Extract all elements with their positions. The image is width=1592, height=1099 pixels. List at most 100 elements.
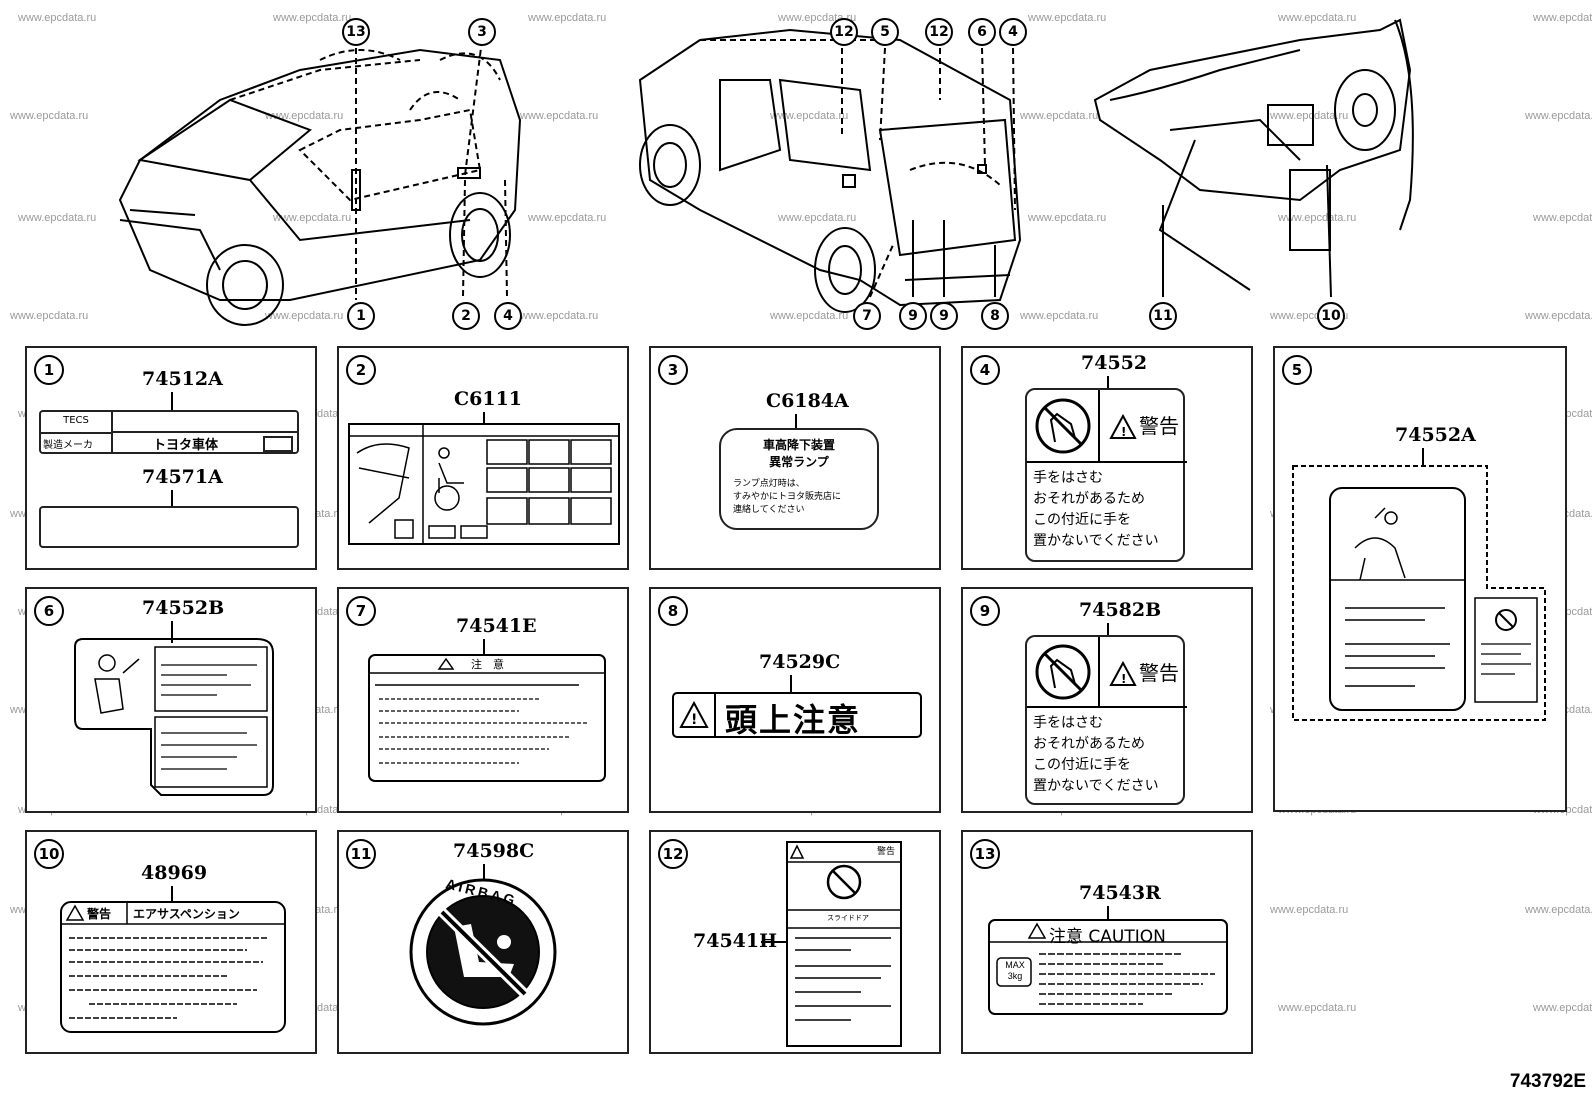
watermark-text: www.epcdata.ru [1278,212,1357,224]
label-line1: 手をはさむ [1033,715,1103,731]
panel-number: 7 [346,596,376,626]
watermark-text: www.epcdata.ru [1533,212,1592,224]
label-74512A: TECS 製造メーカ トヨタ車体 [39,410,299,454]
label-74552: ! 警告 手をはさむ おそれがあるため この付近に手を 置かないでください [1025,388,1187,562]
part-number: 74571A [142,466,223,488]
part-number: 74541E [456,615,537,637]
callout-12b: 12 [925,18,953,46]
callout-3: 3 [468,18,496,46]
label-title: 注意 CAUTION [1049,927,1166,947]
part-number: 74552A [1395,424,1476,446]
warning-text: 警告 [1139,661,1179,685]
label-text: 頭上注意 [725,701,862,739]
part-number: C6184A [766,390,849,412]
watermark-text: www.epcdata.ru [1278,1002,1357,1014]
label-line2: おそれがあるため [1033,491,1145,507]
watermark-text: www.epcdata.ru [1028,212,1107,224]
watermark-text: www.epcdata.ru [1525,110,1592,122]
panel-number: 9 [970,596,1000,626]
label-line1: スライドドア [827,914,869,922]
panel-number: 4 [970,355,1000,385]
watermark-text: www.epcdata.ru [528,12,607,24]
callout-7: 7 [853,302,881,330]
panel-number: 13 [970,839,1000,869]
watermark-text: www.epcdata.ru [265,110,344,122]
callout-8: 8 [981,302,1009,330]
callout-5: 5 [871,18,899,46]
svg-text:!: ! [1121,672,1126,686]
watermark-text: www.epcdata.ru [1020,110,1099,122]
label-74582B: ! 警告 手をはさむ おそれがあるため この付近に手を 置かないでください [1025,635,1187,805]
watermark-text: www.epcdata.ru [265,310,344,322]
panel-4: 4 74552 ! 警告 手をはさむ おそれがあるため この付近に手を 置かない… [961,346,1253,570]
watermark-text: www.epcdata.ru [1028,12,1107,24]
watermark-text: www.epcdata.ru [1533,1002,1592,1014]
panel-5: 5 74552A [1273,346,1567,812]
watermark-text: www.epcdata.ru [18,212,97,224]
part-number: 74541H [693,930,778,952]
warning-text: 警告 [1139,414,1179,438]
watermark-text: www.epcdata.ru [1270,904,1349,916]
part-number: 48969 [141,862,208,884]
callout-10: 10 [1317,302,1345,330]
label-C6184A: 車高降下装置 異常ランプ ランプ点灯時は、 すみやかにトヨタ販売店に 連絡してく… [719,428,879,530]
label-title: 注 意 [471,658,504,671]
watermark-text: www.epcdata.ru [770,310,849,322]
max-text: MAX [1005,960,1025,970]
panel-number: 10 [34,839,64,869]
callout-9b: 9 [930,302,958,330]
panel-7: 7 74541E 注 意 [337,587,629,813]
watermark-text: www.epcdata.ru [10,110,89,122]
watermark-text: www.epcdata.ru [273,12,352,24]
panel-11: 11 74598C AIRBAG [337,830,629,1054]
label-line5: 連絡してください [733,505,805,515]
part-number: 74552 [1081,352,1148,374]
warning-text: 警告 [87,907,112,921]
part-number: 74598C [453,840,535,862]
callout-11: 11 [1149,302,1177,330]
watermark-text: www.epcdata.ru [1278,12,1357,24]
label-row1: TECS [41,412,113,434]
panel-number: 5 [1282,355,1312,385]
panel-9: 9 74582B ! 警告 手をはさむ おそれがあるため この付近に手を 置かな… [961,587,1253,813]
label-line4: すみやかにトヨタ販売店に [733,492,842,502]
watermark-text: www.epcdata.ru [10,310,89,322]
watermark-text: www.epcdata.ru [1270,110,1349,122]
vehicle-illustrations [118,18,1414,326]
callout-13: 13 [342,18,370,46]
panel-number: 11 [346,839,376,869]
watermark-text: www.epcdata.ru [273,212,352,224]
part-number: 74529C [759,651,841,673]
label-line3: この付近に手を [1033,757,1131,773]
watermark-text: www.epcdata.ru [18,12,97,24]
part-number: 74552B [142,597,225,619]
watermark-text: www.epcdata.ru [778,212,857,224]
part-number: 74543R [1079,882,1161,904]
panel-13: 13 74543R 注意 CAUTION MAX 3kg [961,830,1253,1054]
panel-number: 1 [34,355,64,385]
label-74571A [39,506,299,548]
watermark-text: www.epcdata.ru [1533,12,1592,24]
panel-number: 6 [34,596,64,626]
label-line3: ランプ点灯時は、 [733,479,805,489]
panel-number: 8 [658,596,688,626]
panel-number: 2 [346,355,376,385]
watermark-text: www.epcdata.ru [1525,310,1592,322]
label-line2: 異常ランプ [769,455,829,469]
warning-text: 警告 [877,847,896,857]
label-line2: おそれがあるため [1033,736,1145,752]
callout-1: 1 [347,302,375,330]
diagram-code: 743792E [1509,1071,1586,1092]
label-line3: この付近に手を [1033,512,1131,528]
panel-12: 12 74541H 警告 スライドドア [649,830,941,1054]
label-line4: 置かないでください [1033,533,1159,549]
part-number: 74582B [1079,599,1162,621]
callout-12: 12 [830,18,858,46]
label-row2a: 製造メーカ [43,440,93,451]
panel-8: 8 74529C ! 頭上注意 [649,587,941,813]
part-number: C6111 [454,388,523,410]
panel-number: 3 [658,355,688,385]
callout-4: 4 [494,302,522,330]
panel-10: 10 48969 警告 エアサスペンション [25,830,317,1054]
callout-2: 2 [452,302,480,330]
